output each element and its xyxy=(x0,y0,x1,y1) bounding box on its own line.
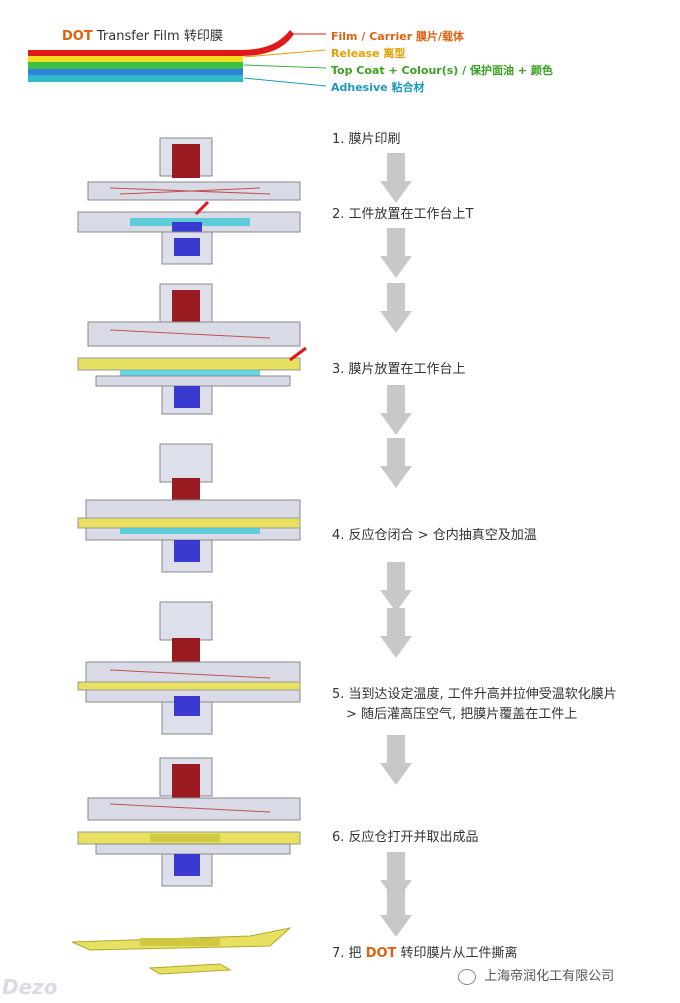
flow-arrow xyxy=(380,438,412,488)
company-watermark: 上海帝润化工有限公司 xyxy=(458,965,614,985)
film-layers-illustration xyxy=(28,30,327,87)
machine-step-1-2 xyxy=(77,137,301,265)
layer-label-release: Release 离型 xyxy=(331,47,406,60)
colour-layer xyxy=(28,69,243,75)
dezo-logo: Dezo xyxy=(2,975,58,999)
layer-label-adhesive: Adhesive 粘合材 xyxy=(331,81,425,94)
step-1-label: 1. 膜片印刷 xyxy=(332,132,401,147)
step-6-label: 6. 反应仓打开并取出成品 xyxy=(332,830,479,845)
flow-arrow xyxy=(380,562,412,612)
header-title: DOT Transfer Film 转印膜 xyxy=(62,25,223,44)
step-2-label: 2. 工件放置在工作台上T xyxy=(332,207,474,222)
step-7-label: 7. 把 DOT 转印膜片从工件撕离 xyxy=(332,946,518,961)
flow-arrow xyxy=(380,385,412,435)
machine-step-6 xyxy=(77,757,301,887)
layer-label-film: Film / Carrier 膜片/载体 xyxy=(331,30,465,43)
step-5-label-line2: > 随后灌高压空气, 把膜片覆盖在工件上 xyxy=(346,707,578,722)
flow-arrow xyxy=(380,608,412,658)
title-rest: Transfer Film 转印膜 xyxy=(96,29,223,44)
machine-step-4 xyxy=(77,443,301,573)
adhesive-layer xyxy=(28,75,243,82)
step-4-label: 4. 反应仓闭合 > 仓内抽真空及加温 xyxy=(332,528,537,543)
layer-label-topcoat: Top Coat + Colour(s) / 保护面油 + 颜色 xyxy=(331,64,553,77)
flow-arrow xyxy=(380,735,412,785)
flow-arrow xyxy=(380,283,412,333)
step-5-label-line1: 5. 当到达设定温度, 工件升高并拉伸受温软化膜片 xyxy=(332,687,617,702)
flow-arrow xyxy=(380,153,412,203)
release-layer xyxy=(28,56,243,62)
topcoat-layer xyxy=(28,62,243,69)
peeled-film-step-7 xyxy=(71,927,292,975)
flow-arrow xyxy=(380,228,412,278)
wechat-icon xyxy=(458,968,476,985)
machine-step-3 xyxy=(77,283,307,415)
title-dot: DOT xyxy=(62,29,93,44)
carrier-film-layer xyxy=(28,30,294,56)
step-3-label: 3. 膜片放置在工作台上 xyxy=(332,362,466,377)
flow-arrow xyxy=(380,887,412,937)
machine-step-5 xyxy=(77,601,301,735)
